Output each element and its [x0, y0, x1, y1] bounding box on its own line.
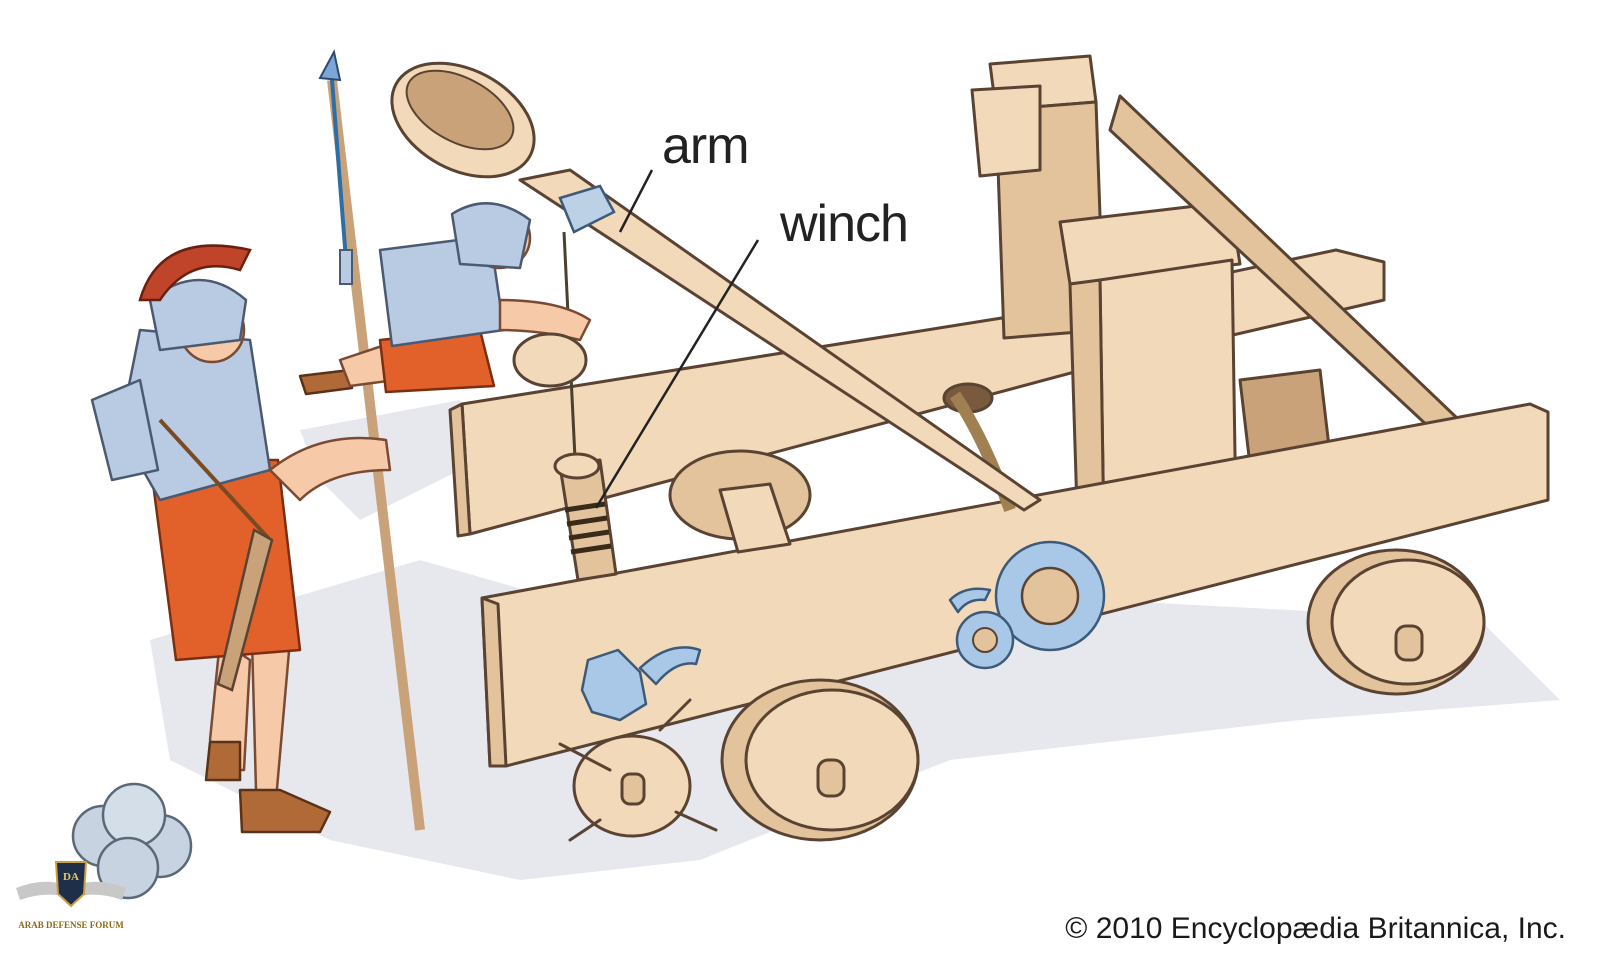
throwing-arm [390, 61, 1042, 512]
arm-leader-line [618, 169, 654, 233]
front-wheel-capstan [558, 698, 718, 842]
winch-drum [553, 452, 618, 582]
front-wheel-large [720, 678, 920, 842]
rear-wheel-right [1306, 548, 1486, 696]
standing-soldier [90, 244, 392, 834]
arm-label: arm [662, 117, 750, 175]
ratchet-wheel [580, 646, 702, 722]
watermark-name: ARAB DEFENSE FORUM [18, 920, 124, 930]
gear-mechanism [948, 540, 1106, 670]
shield-icon: DA [16, 861, 126, 908]
winch-leader-line [594, 239, 760, 509]
winch-label: winch [780, 195, 909, 253]
watermark-initials: DA [63, 871, 79, 883]
crouching-soldier [298, 202, 592, 396]
upright-frame [970, 54, 1482, 544]
copyright-notice: © 2010 Encyclopædia Britannica, Inc. [1065, 912, 1566, 945]
stone-balls [71, 782, 193, 900]
cross-beam [718, 482, 792, 554]
watermark-logo: DA ARAB DEFENSE FORUM [12, 848, 130, 952]
